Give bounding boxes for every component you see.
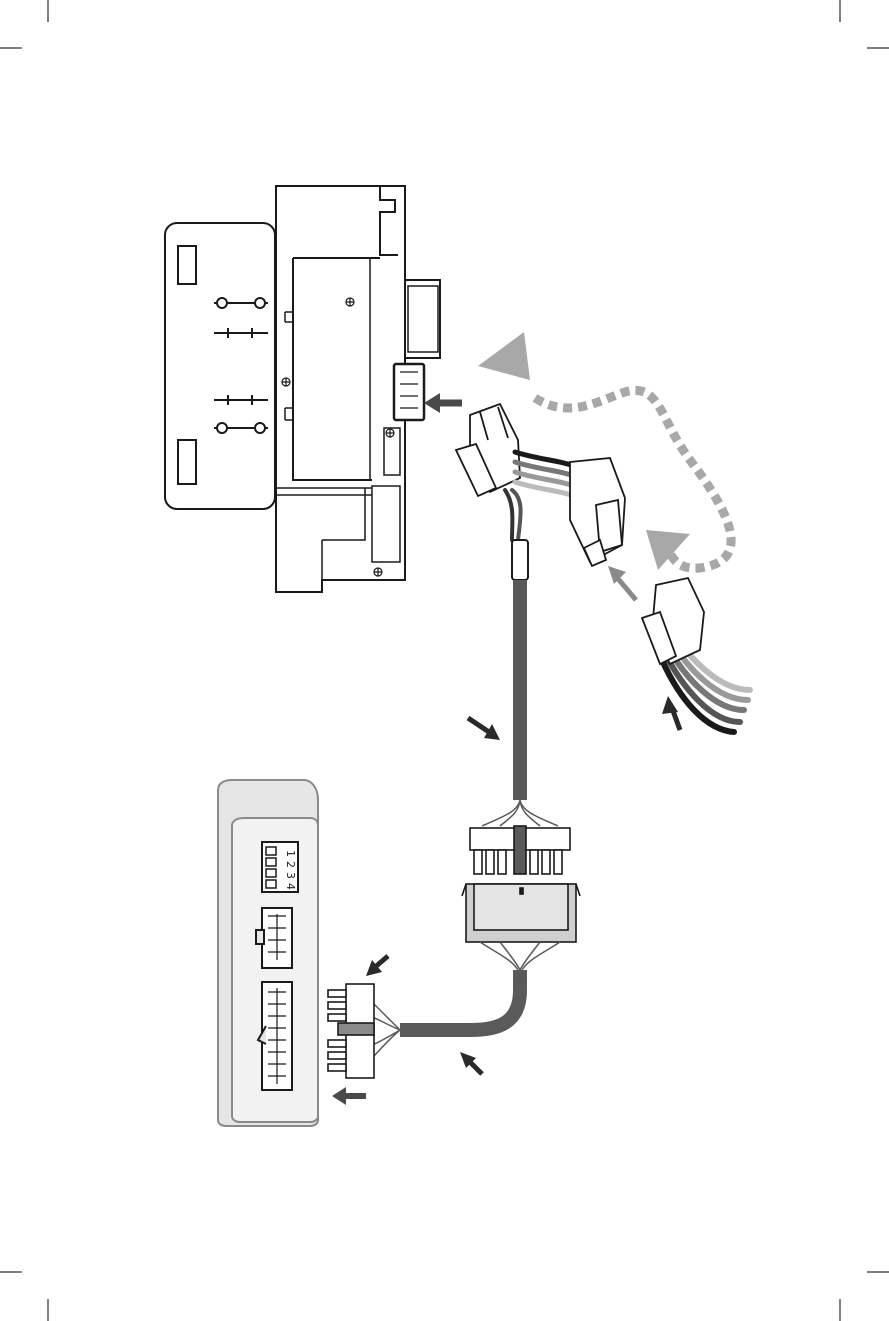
module-socket-large — [258, 982, 292, 1090]
module-socket-small — [256, 908, 292, 968]
insert-arrow-icon — [424, 393, 462, 413]
dip-switch: 1 2 3 4 — [262, 842, 298, 892]
direction-arrow-icon — [468, 718, 500, 740]
module-plug — [328, 984, 374, 1078]
port-icon — [178, 440, 196, 484]
port-icon — [178, 246, 196, 284]
direction-arrow-icon — [460, 1052, 482, 1074]
harness-plug-a — [456, 404, 520, 496]
lower-cable — [370, 942, 560, 1060]
multi-pin-connector — [470, 826, 570, 874]
dip-switch-label: 3 — [284, 872, 297, 879]
vehicle-plug — [642, 578, 750, 732]
insert-arrow-icon — [332, 1087, 366, 1105]
main-cable — [482, 580, 558, 826]
inline-fuse — [512, 540, 528, 580]
head-unit-socket — [394, 364, 424, 420]
harness-plug-b — [570, 458, 625, 566]
dip-switch-label: 2 — [284, 861, 297, 868]
dip-switch-label: 4 — [284, 883, 297, 890]
direction-arrow-icon — [366, 956, 388, 976]
dip-switch-label: 1 — [284, 850, 297, 857]
adapter-harness — [456, 404, 625, 580]
multi-pin-socket — [462, 884, 580, 942]
insert-arrow-icon — [608, 566, 636, 600]
direction-arrow-icon — [662, 696, 680, 730]
